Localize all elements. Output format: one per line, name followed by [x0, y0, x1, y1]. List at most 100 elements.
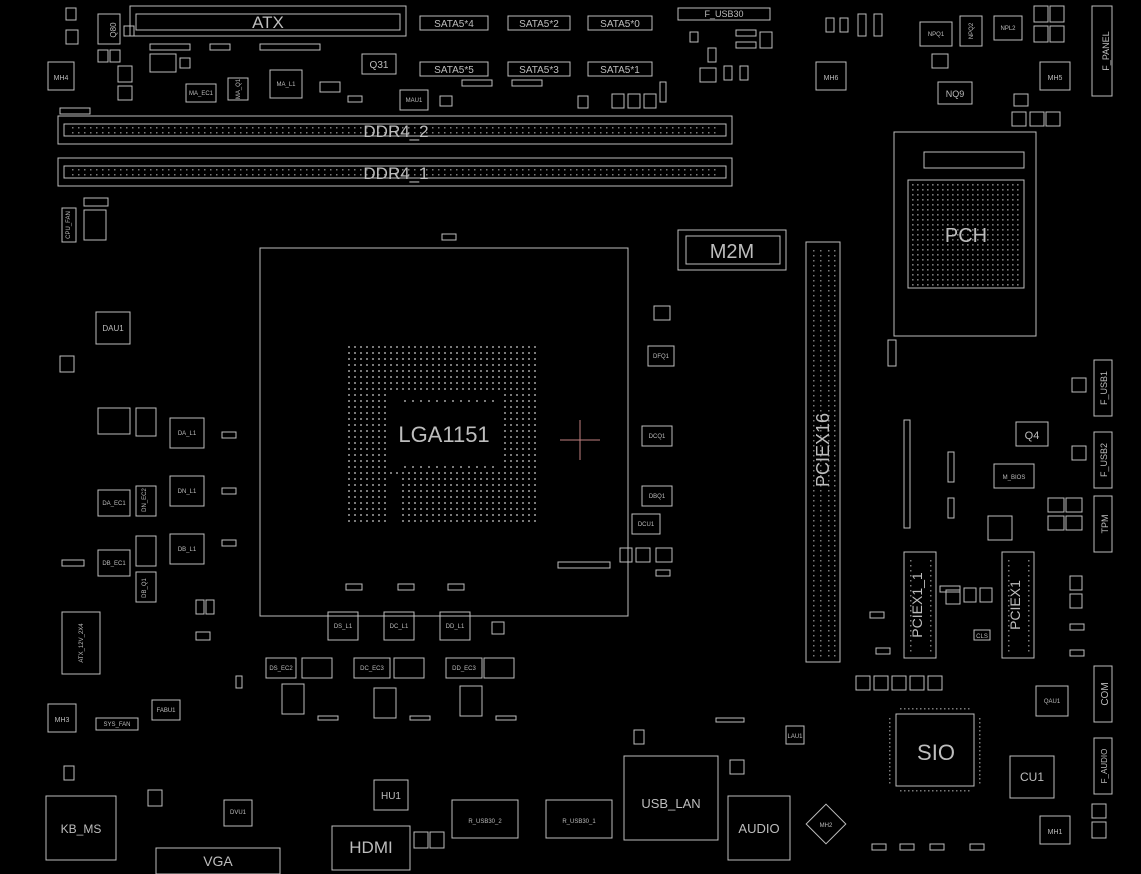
r-usb30-2-label: R_USB30_2 — [468, 819, 502, 825]
lau1-label: LAU1 — [787, 734, 803, 740]
npq2-component — [959, 15, 983, 47]
dbq1-label: DBQ1 — [649, 494, 666, 500]
dbq1-component — [641, 485, 673, 507]
ds-l1-label: DS_L1 — [334, 624, 353, 630]
com-label: COM — [1100, 682, 1111, 705]
com-header — [1093, 665, 1113, 723]
ds-l1-inductor — [327, 611, 359, 641]
ma-l1-label: MA_L1 — [276, 82, 296, 88]
f-usb2-label: F_USB2 — [1099, 443, 1109, 477]
hu1-chip — [373, 779, 409, 811]
lga1151-label: LGA1151 — [398, 422, 489, 447]
sata5-label: SATA5*5 — [434, 65, 474, 76]
r-usb30-1-header — [545, 799, 613, 839]
f-usb1-header — [1093, 359, 1113, 417]
q80-label: Q80 — [109, 22, 118, 38]
dfq1-component — [647, 345, 675, 367]
ma-q1-label: MA_Q1 — [236, 78, 242, 99]
f-usb30-label: F_USB30 — [704, 9, 743, 19]
mh6-hole — [815, 61, 847, 91]
sata-2-connector — [507, 15, 571, 31]
dau1-label: DAU1 — [102, 324, 124, 333]
fabu1-chip — [151, 699, 181, 721]
mh2-label: MH2 — [820, 823, 833, 829]
dc-l1-inductor — [383, 611, 415, 641]
sata-3-connector — [507, 61, 571, 77]
q4-component — [1015, 421, 1049, 447]
ma-l1 — [269, 69, 303, 99]
tpm-header — [1093, 495, 1113, 553]
kb-ms-label: KB_MS — [61, 822, 102, 836]
audio-label: AUDIO — [738, 821, 779, 836]
tpm-label: TPM — [1100, 515, 1110, 534]
m2m-slot — [677, 229, 787, 271]
db-l1-inductor — [169, 533, 205, 565]
lga1151-socket — [259, 247, 629, 617]
sata0-label: SATA5*0 — [600, 19, 640, 30]
dau1-chip — [95, 311, 131, 345]
dn-l1-inductor — [169, 475, 205, 507]
pciex16-label: PCIEX16 — [813, 413, 833, 487]
ma-ec1 — [185, 83, 217, 103]
pciex1-1-label: PCIEX1_1 — [909, 572, 925, 638]
hdmi-connector — [331, 825, 411, 871]
mh3-hole — [47, 703, 77, 733]
f-audio-label: F_AUDIO — [1100, 749, 1109, 784]
vga-label: VGA — [203, 853, 233, 869]
ddr4-1-label: DDR4_1 — [363, 164, 428, 183]
dvu1-chip — [223, 799, 253, 827]
dc-l1-label: DC_L1 — [390, 624, 409, 630]
ds-ec2-label: DS_EC2 — [269, 666, 293, 672]
pciex16-slot — [805, 241, 841, 663]
dcu1-component — [631, 513, 661, 535]
atx-connector — [129, 5, 407, 37]
sata-5-connector — [419, 61, 489, 77]
atx-label: ATX — [252, 13, 284, 32]
dd-ec3-label: DD_EC3 — [452, 666, 476, 672]
hu1-label: HU1 — [381, 791, 401, 802]
sata-1-connector — [587, 61, 653, 77]
sata-4-connector — [419, 15, 489, 31]
dfq1-label: DFQ1 — [653, 354, 670, 360]
vga-connector — [155, 847, 281, 874]
pciex1-1-slot — [903, 551, 937, 659]
pciex1-label: PCIEX1 — [1007, 580, 1023, 630]
npq2-label: NPQ2 — [969, 22, 975, 39]
sata1-label: SATA5*1 — [600, 65, 640, 76]
mh2-hole — [805, 803, 847, 845]
f-panel-header — [1091, 5, 1113, 97]
sio-label: SIO — [917, 740, 955, 765]
mh5-hole — [1039, 61, 1071, 91]
lau1-chip — [785, 725, 805, 745]
fabu1-label: FABU1 — [156, 708, 176, 714]
ma-u1-label: MAU1 — [406, 98, 423, 104]
f-usb2-header — [1093, 431, 1113, 489]
sata3-label: SATA5*3 — [519, 65, 559, 76]
m-bios-chip — [993, 463, 1035, 489]
dd-l1-label: DD_L1 — [446, 624, 465, 630]
mh4-label: MH4 — [54, 75, 69, 82]
mh6-label: MH6 — [824, 75, 839, 82]
pciex1-slot — [1001, 551, 1035, 659]
dvu1-label: DVU1 — [230, 810, 247, 816]
cpu-fan-label: CPU_FAN — [66, 211, 72, 239]
qau1-component — [1035, 685, 1069, 717]
m2m-label: M2M — [710, 241, 754, 263]
pch-chip — [907, 179, 1025, 289]
nq9-component — [937, 81, 973, 105]
sata4-label: SATA5*4 — [434, 19, 474, 30]
sio-chip — [895, 713, 975, 787]
ddr4-2-label: DDR4_2 — [363, 122, 428, 141]
pch-outline — [893, 131, 1037, 337]
f-usb30-header — [677, 7, 771, 21]
pch-label: PCH — [945, 225, 987, 247]
dc-ec3-label: DC_EC3 — [360, 666, 384, 672]
cu1-chip — [1009, 755, 1055, 799]
f-usb1-label: F_USB1 — [1099, 371, 1109, 405]
dn-ec2-label: DN_EC2 — [142, 488, 148, 512]
da-l1-inductor — [169, 417, 205, 449]
f-audio-header — [1093, 737, 1113, 795]
sys-fan-header — [95, 717, 139, 731]
db-ec1-label: DB_EC1 — [102, 561, 126, 567]
cu1-label: CU1 — [1020, 770, 1044, 784]
